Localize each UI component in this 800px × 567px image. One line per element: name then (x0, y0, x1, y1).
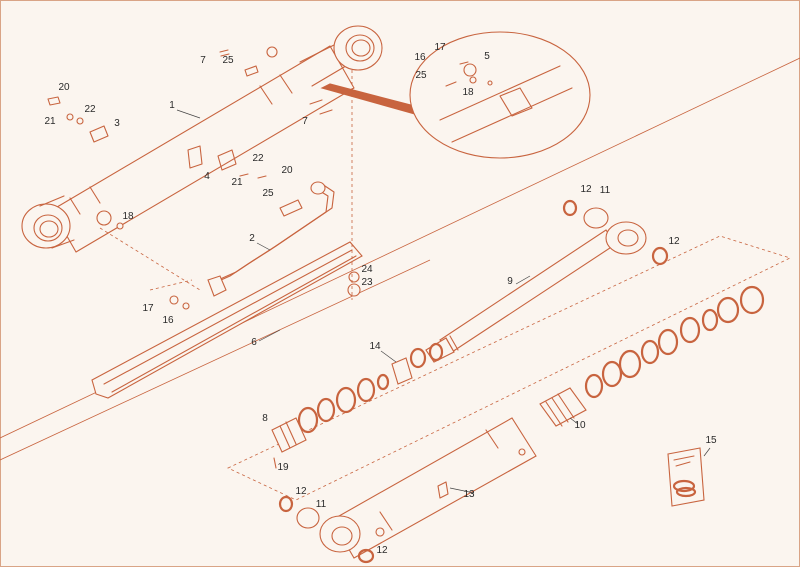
callout-c17a: 17 (434, 42, 446, 53)
guard-plate (91, 241, 363, 399)
callout-c12a: 12 (580, 184, 592, 195)
callout-c14: 14 (369, 341, 381, 352)
callout-c2: 2 (249, 233, 255, 244)
callout-c8: 8 (262, 413, 268, 424)
gland-10-grooves (545, 393, 575, 427)
callout-c22b: 22 (252, 153, 264, 164)
callout-c11a: 11 (600, 185, 611, 196)
callout-c5: 5 (484, 51, 490, 62)
callout-c3: 3 (114, 118, 120, 129)
callout-c1: 1 (169, 100, 175, 111)
callout-c12b: 12 (668, 236, 680, 247)
callout-c21a: 21 (44, 116, 56, 127)
callout-c18b: 18 (122, 211, 134, 222)
hose-fitting-bottom (207, 275, 227, 297)
piston-8-grooves (279, 421, 297, 449)
leader-lines (176, 109, 711, 494)
gland-10 (539, 387, 587, 427)
cylinder-barrel-top (21, 25, 383, 253)
callout-c25a: 25 (222, 55, 234, 66)
callout-c7b: 7 (302, 116, 308, 127)
dashed-axis-3 (149, 279, 193, 291)
callout-c9: 9 (507, 276, 513, 287)
seal-kit-bag (667, 447, 705, 507)
piston-rod (425, 199, 669, 363)
callout-c4: 4 (204, 171, 210, 182)
callout-c18a: 18 (462, 87, 474, 98)
callout-c20a: 20 (58, 82, 70, 93)
callout-c23: 23 (361, 277, 373, 288)
callout-c17b: 17 (142, 303, 154, 314)
callout-c15: 15 (705, 435, 717, 446)
seal-rings-left (297, 342, 444, 434)
callout-c10: 10 (574, 420, 586, 431)
part-callout-labels: 1234567789101111121212121314151616171718… (44, 42, 717, 556)
callout-c21b: 21 (231, 177, 243, 188)
detail-zoom-circle (320, 31, 591, 159)
cylinder-barrel-bottom (278, 417, 537, 564)
hose-fitting-top (310, 181, 326, 195)
callout-c20b: 20 (281, 165, 293, 176)
callout-c12c: 12 (295, 486, 307, 497)
callout-c25c: 25 (262, 188, 274, 199)
callout-c7a: 7 (200, 55, 206, 66)
dashed-seal-box (227, 235, 792, 501)
dashed-axis-2 (99, 227, 201, 291)
callout-c19: 19 (277, 462, 289, 473)
callout-c13: 13 (463, 489, 475, 500)
callout-c16a: 16 (414, 52, 426, 63)
hose-pipe-edge (217, 183, 335, 281)
callout-c12d: 12 (376, 545, 388, 556)
pin-19 (273, 457, 277, 469)
washer-16 (182, 302, 190, 310)
callout-c22a: 22 (84, 104, 96, 115)
callout-c25b: 25 (415, 70, 427, 81)
washer-24 (348, 271, 360, 283)
small-parts-top (47, 46, 333, 230)
seal-rings-right (584, 285, 765, 399)
bolt-17 (169, 295, 179, 305)
callout-c24: 24 (361, 264, 373, 275)
nut-23 (347, 283, 361, 297)
guard-plate-edges (103, 249, 357, 393)
callout-c16b: 16 (162, 315, 174, 326)
callout-c6: 6 (251, 337, 257, 348)
callout-c11b: 11 (316, 499, 327, 510)
